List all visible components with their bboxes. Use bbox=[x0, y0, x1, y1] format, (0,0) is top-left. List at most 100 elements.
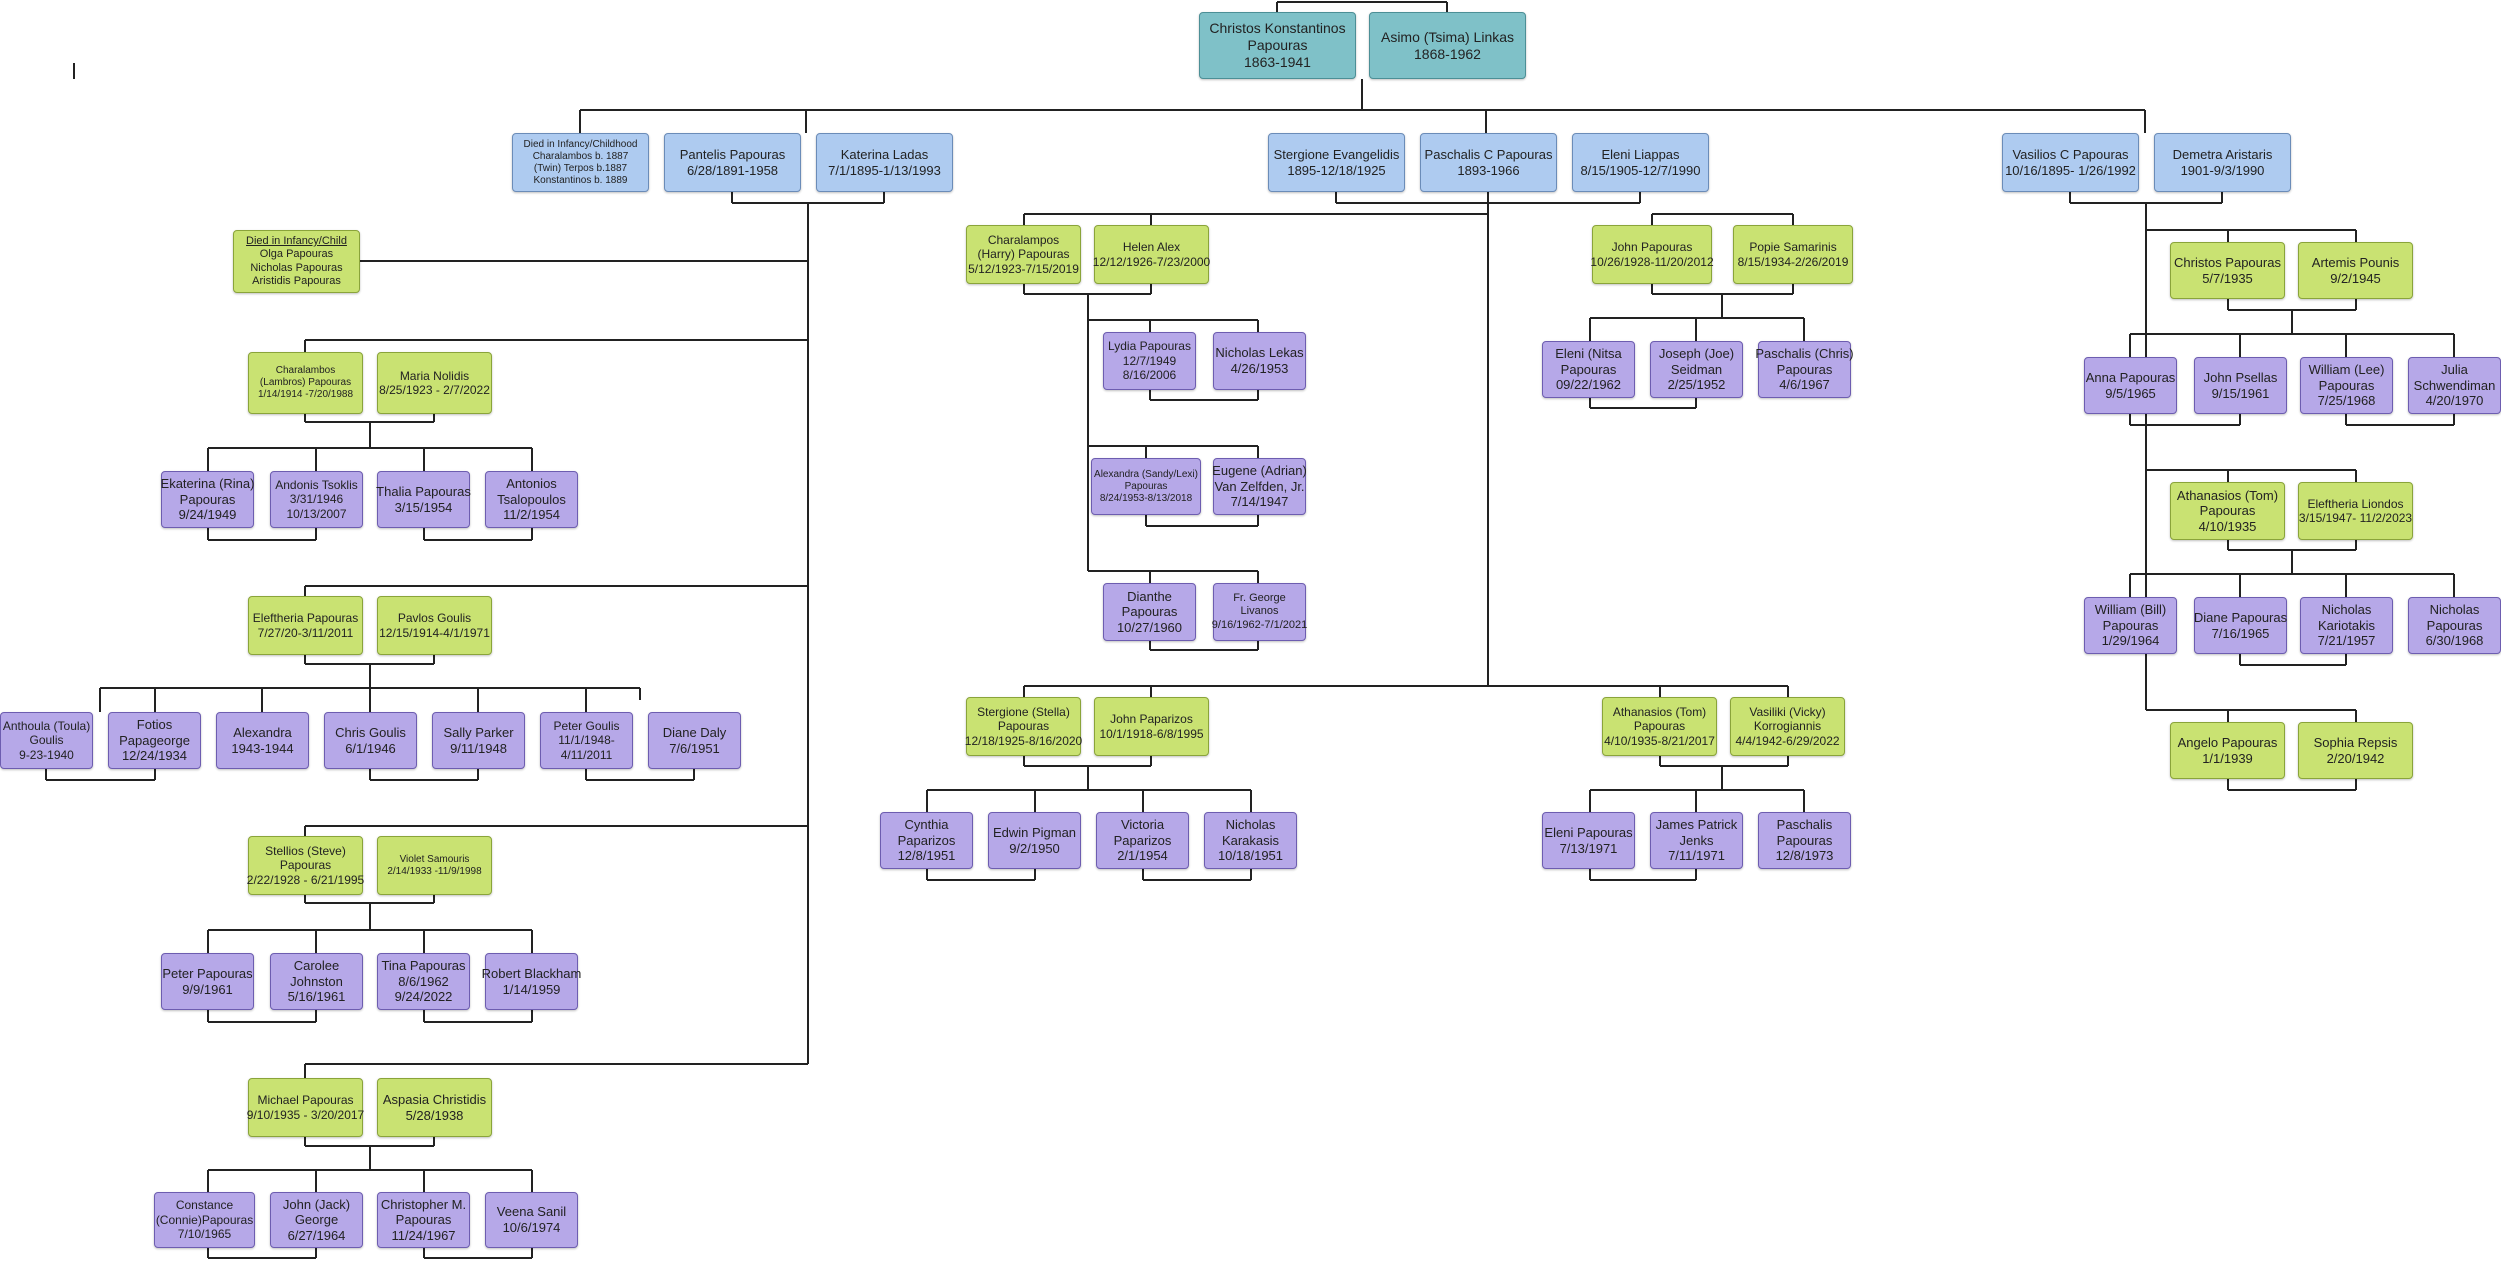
person-detail: 8/25/1923 - 2/7/2022 bbox=[379, 383, 490, 397]
person-detail: 7/21/1957 bbox=[2317, 633, 2376, 649]
person-name: Charalambos bbox=[275, 365, 336, 376]
person-name: Eleftheria Liondos bbox=[2307, 496, 2404, 511]
person-name: Julia bbox=[2441, 362, 2468, 378]
person-detail: 7/16/1965 bbox=[2211, 625, 2270, 641]
person-detail: Papouras bbox=[395, 1212, 452, 1228]
person-detail: Papouras bbox=[2318, 377, 2375, 393]
person-detail: 5/28/1938 bbox=[405, 1107, 464, 1123]
person-name: Cynthia bbox=[904, 817, 949, 833]
person-detail: 2/20/1942 bbox=[2326, 750, 2385, 766]
person-name: Victoria bbox=[1120, 817, 1165, 833]
person-detail: 10/13/2007 bbox=[286, 506, 347, 521]
person-detail: Aristidis Papouras bbox=[252, 274, 341, 287]
person-name: Asimo (Tsima) Linkas bbox=[1380, 28, 1515, 45]
text-cursor bbox=[73, 63, 75, 79]
person-detail: Papouras bbox=[1247, 37, 1308, 54]
person-detail: 9-23-1940 bbox=[19, 747, 74, 762]
person-detail: Schwendiman bbox=[2413, 377, 2496, 393]
person-name: Veena Sanil bbox=[496, 1204, 567, 1220]
person-detail: 7/6/1951 bbox=[669, 740, 720, 756]
person-detail: Papouras bbox=[1560, 361, 1617, 377]
person-name: Sally Parker bbox=[443, 724, 514, 740]
person-name: Ekaterina (Rina) bbox=[160, 476, 255, 492]
person-box-eugene[interactable]: Eugene (Adrian)Van Zelfden, Jr.7/14/1947 bbox=[1212, 458, 1307, 515]
